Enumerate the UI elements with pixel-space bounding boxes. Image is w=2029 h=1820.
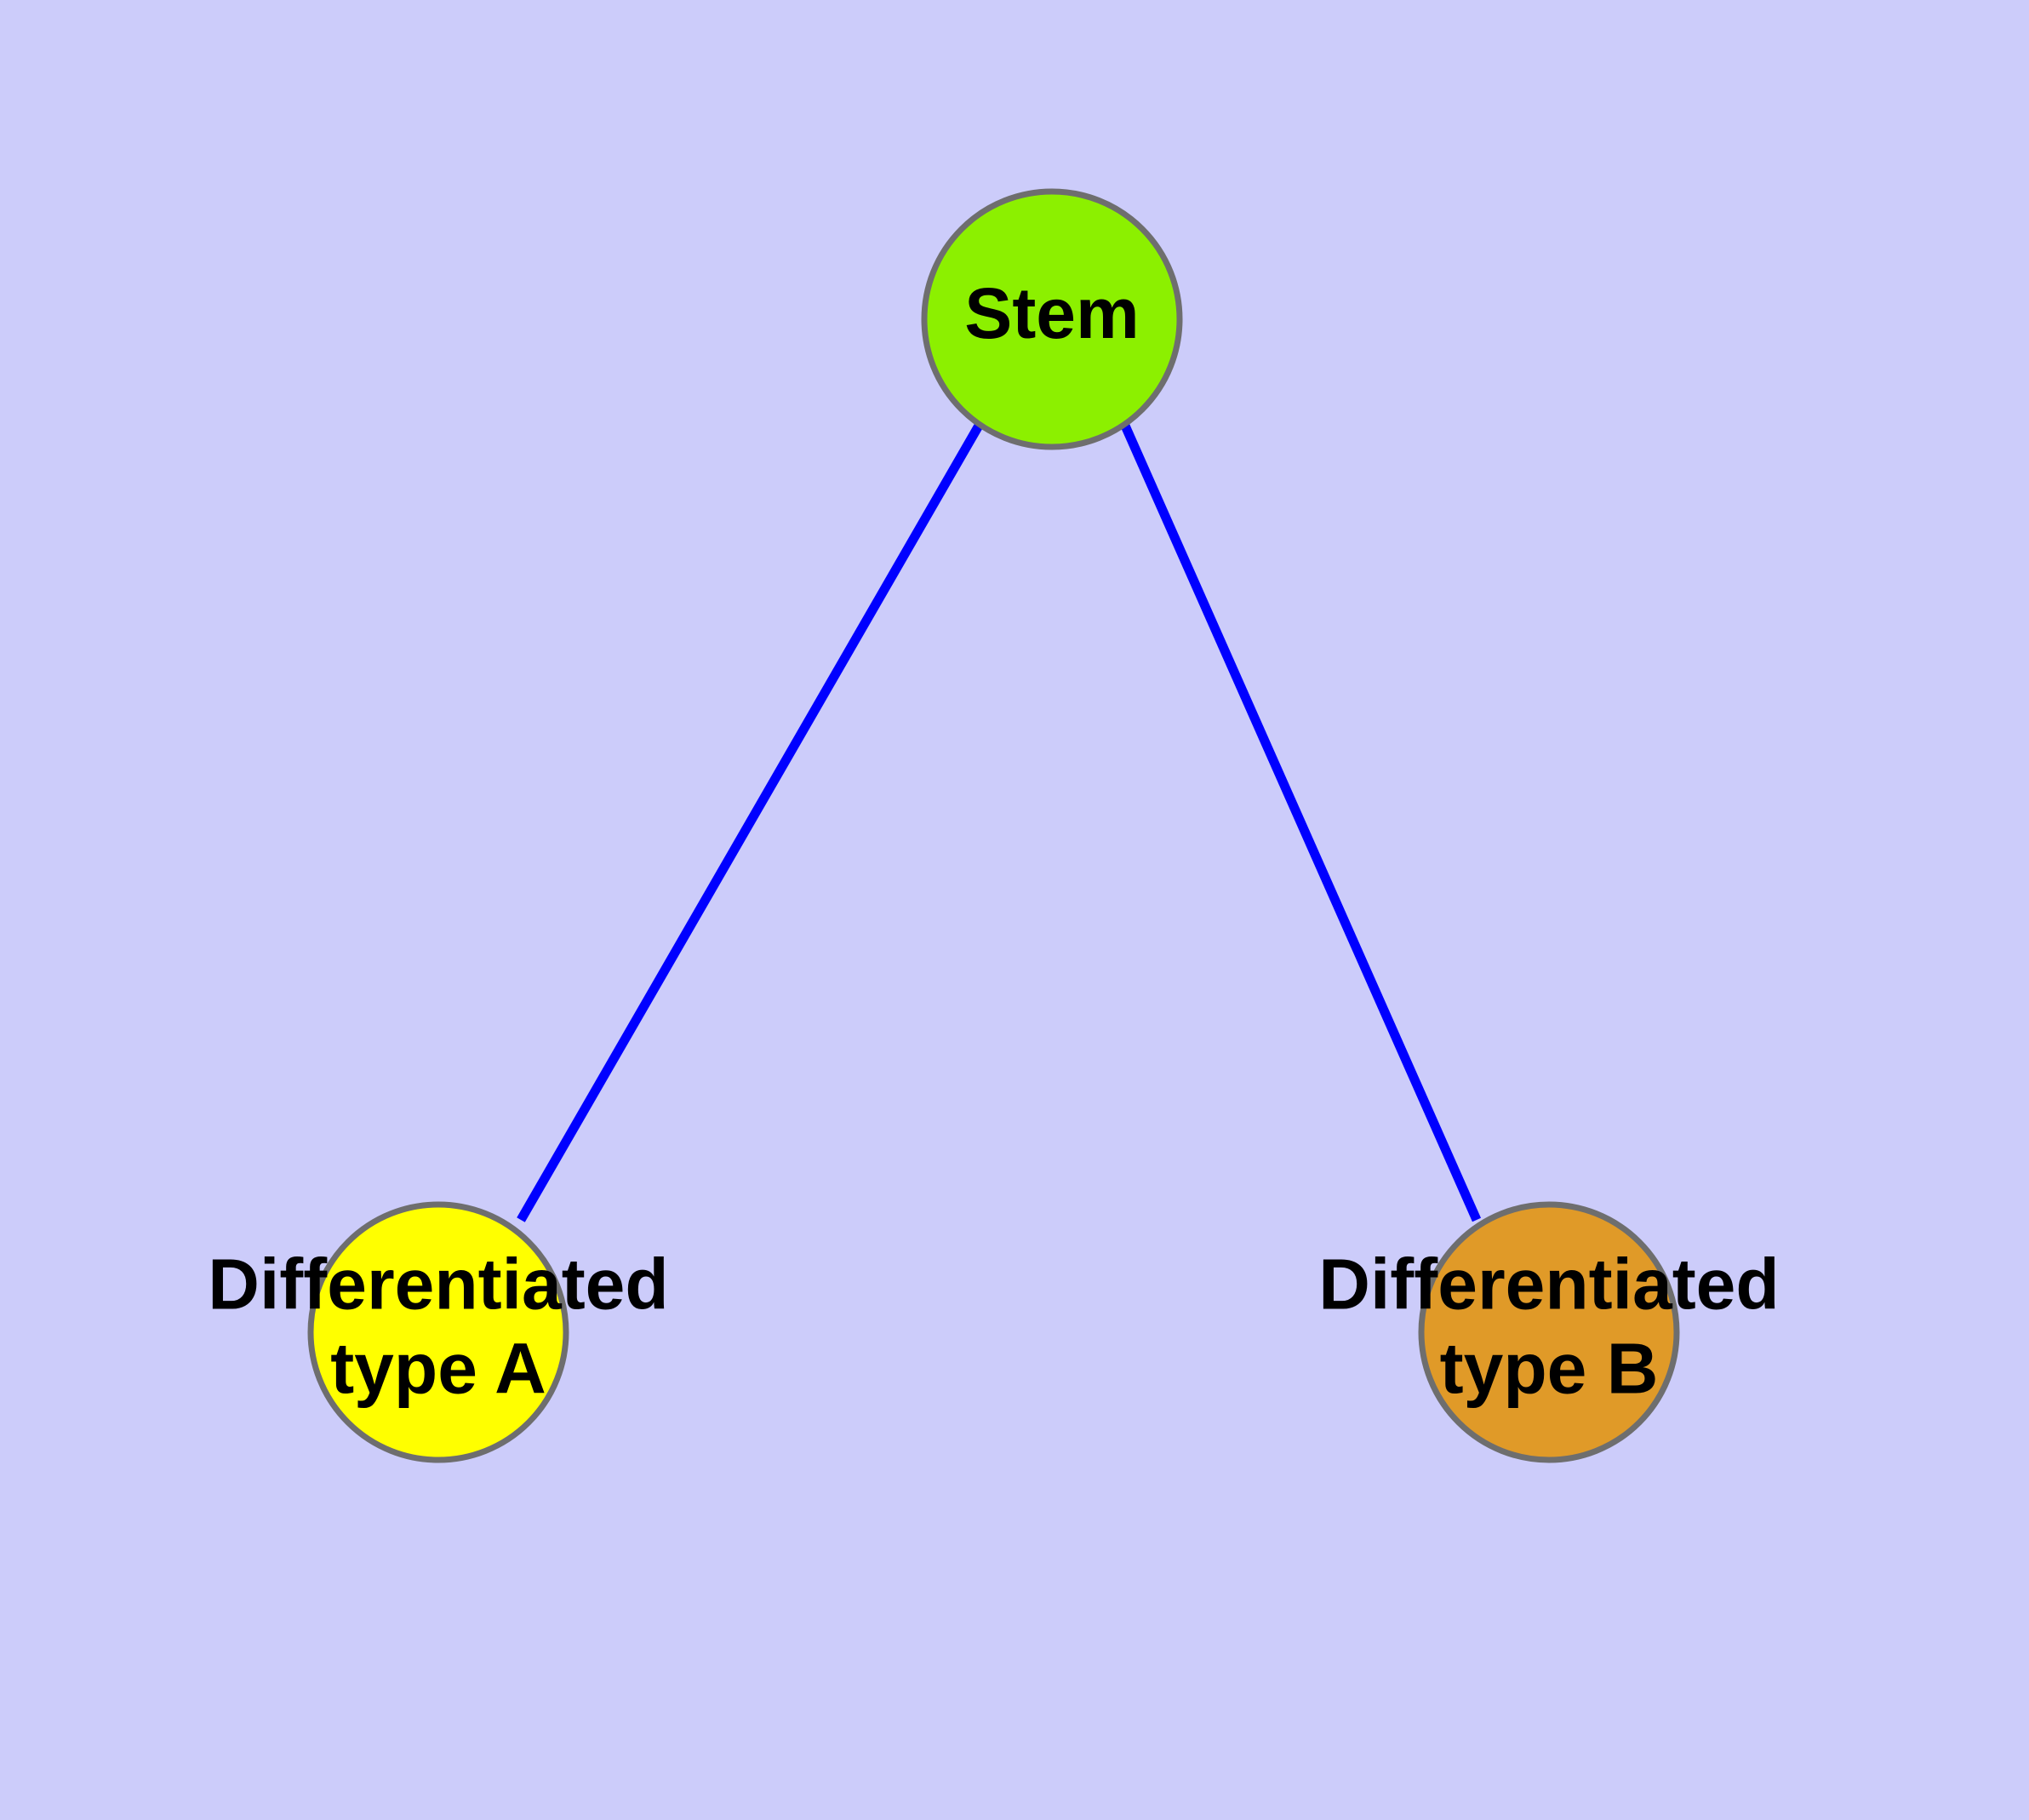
edges-group <box>517 423 1482 1222</box>
nodes-group <box>307 188 1680 1463</box>
node-diff-b[interactable] <box>1418 1201 1680 1463</box>
node-diff-a[interactable] <box>307 1201 569 1463</box>
node-stem[interactable] <box>921 188 1183 450</box>
edge-stem-to-diff-a <box>517 423 983 1222</box>
edge-stem-to-diff-b <box>1120 423 1482 1222</box>
